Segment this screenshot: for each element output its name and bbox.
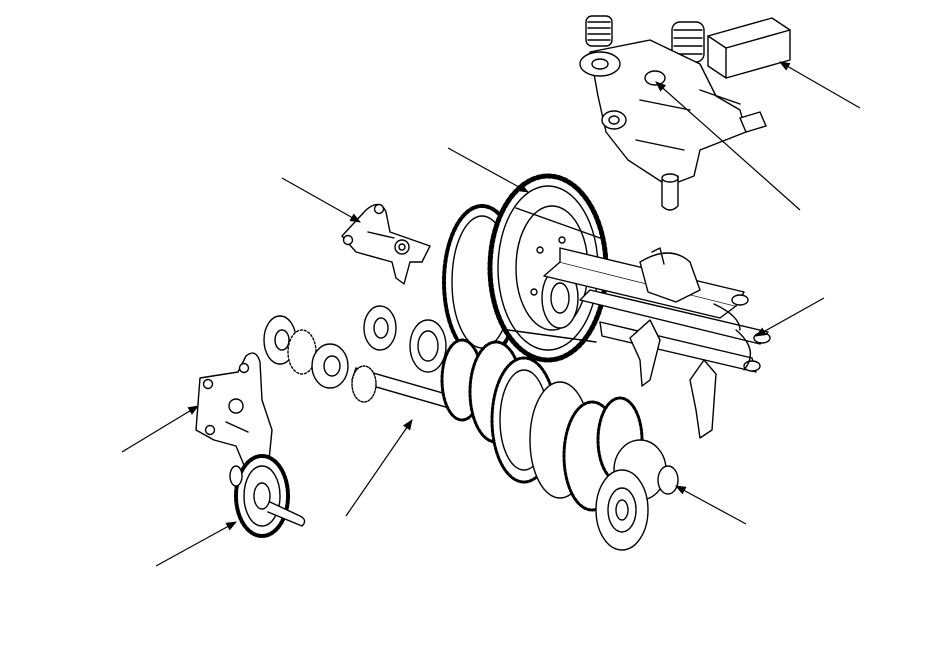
callout-arrow — [447, 147, 529, 193]
reverse-idler-assembly — [195, 352, 306, 538]
shift-control-housing — [579, 15, 791, 211]
final-drive-ring-gear — [442, 173, 609, 363]
callout-arrow — [345, 419, 413, 517]
callout-arrows — [121, 61, 861, 567]
interlock-bracket — [341, 203, 431, 285]
callout-arrow — [655, 81, 801, 211]
actuator-box — [707, 17, 791, 79]
callout-arrow — [281, 177, 361, 223]
callout-arrow — [675, 485, 747, 525]
callout-arrow — [779, 61, 861, 109]
shift-fork-assembly — [543, 247, 771, 439]
callout-arrow — [155, 521, 237, 567]
spring-left — [585, 15, 613, 47]
mainshaft-assembly — [263, 305, 679, 551]
callout-arrow — [755, 297, 825, 337]
callout-arrow — [121, 405, 199, 453]
